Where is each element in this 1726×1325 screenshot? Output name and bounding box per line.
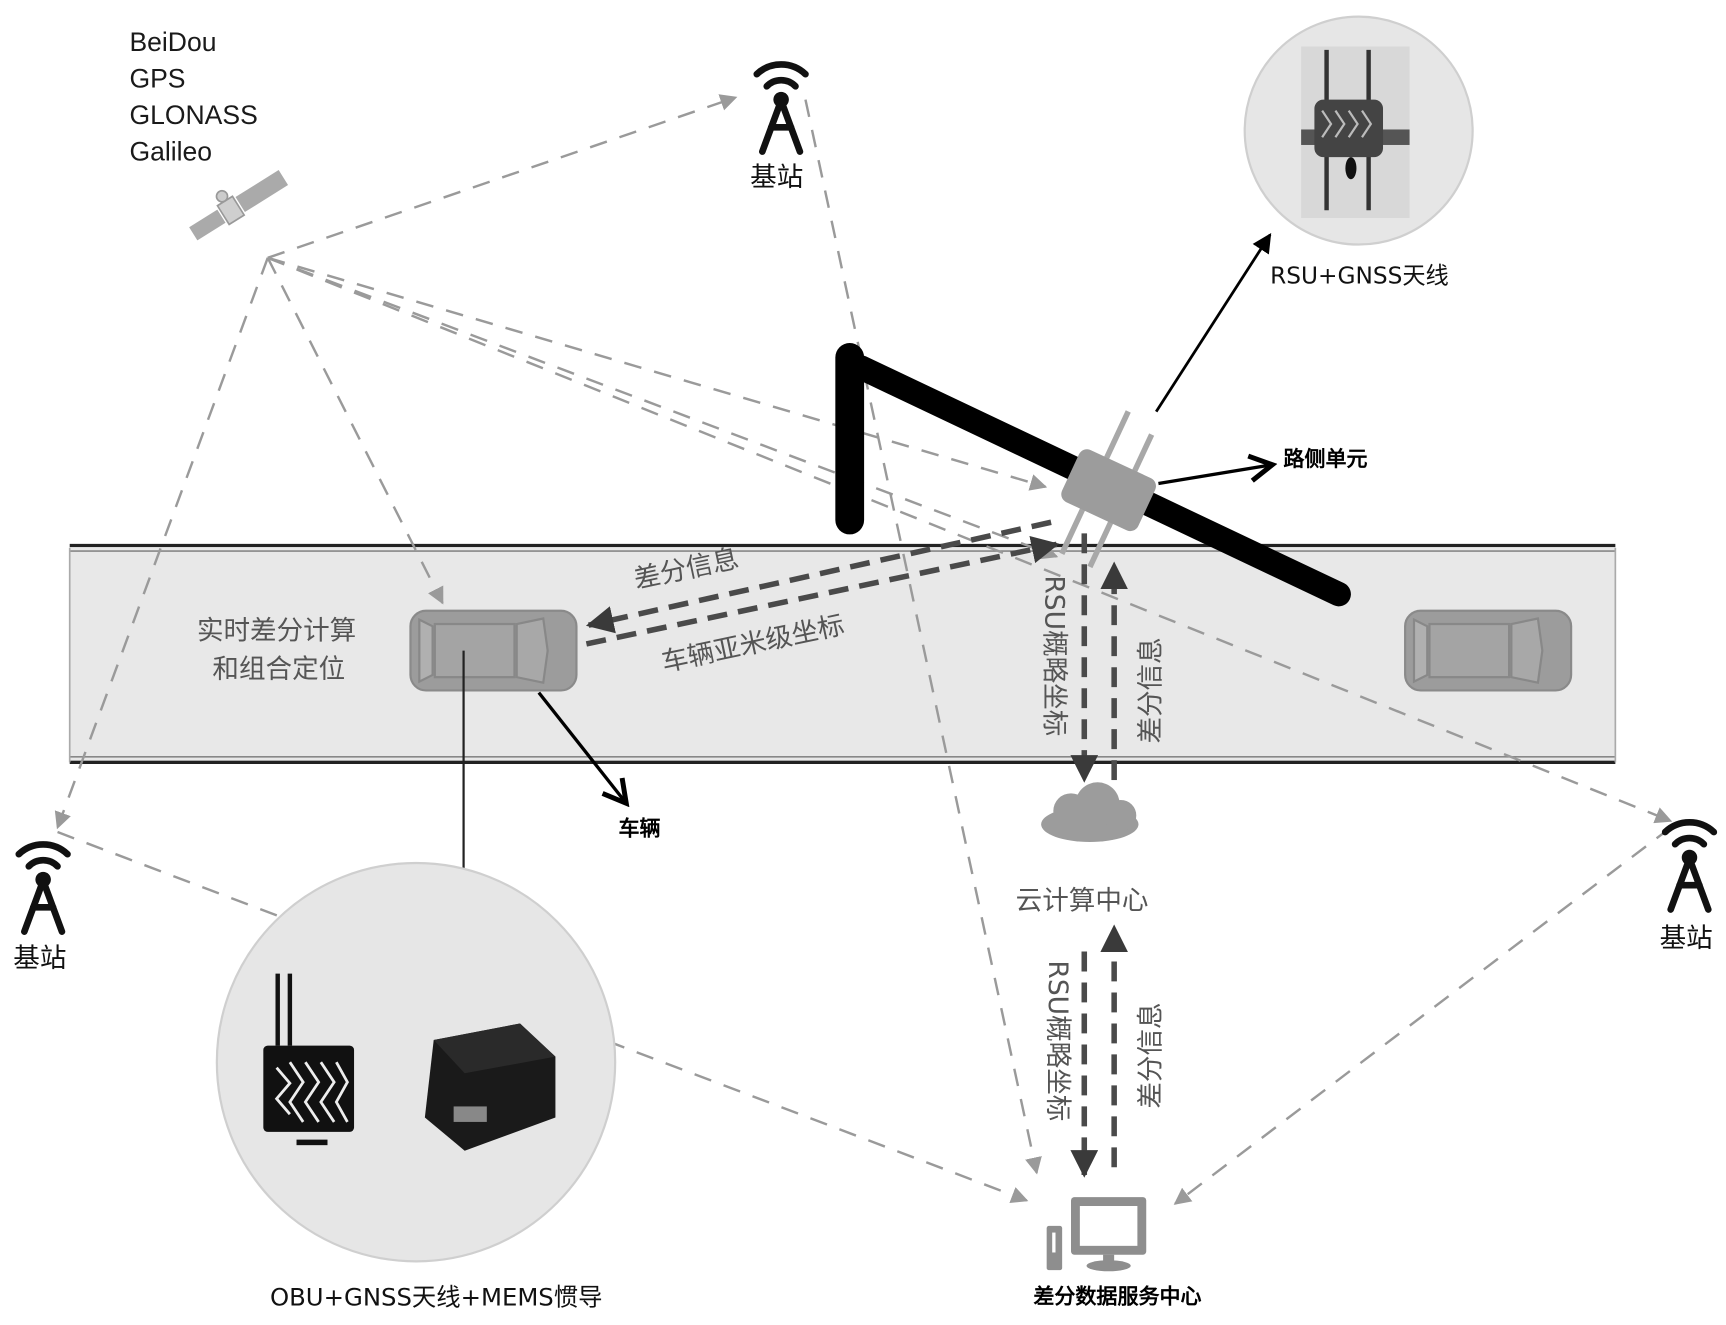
rsu-antenna-photo: [1243, 15, 1474, 246]
ray-basestation-right-to-center: [1173, 826, 1672, 1205]
vehicle-main: [409, 609, 578, 692]
label-diff-center: 差分数据服务中心: [1033, 1283, 1201, 1308]
label-rsu-coords-upper: RSU概略坐标: [1039, 575, 1070, 736]
vehicle-pointer-arrow: [537, 691, 626, 804]
label-basestation-left: 基站: [13, 943, 66, 974]
label-gps: GPS: [129, 63, 185, 93]
label-process-line1: 实时差分计算: [197, 616, 356, 647]
ray-sat-to-basestation-left: [54, 257, 269, 830]
label-diff-info-lower: 差分信息: [1136, 1002, 1167, 1108]
ray-sat-to-basestation-right: [267, 256, 1673, 824]
label-beidou: BeiDou: [129, 27, 216, 57]
gnss-rays: [54, 94, 1673, 1205]
label-obu: OBU+GNSS天线+MEMS惯导: [270, 1283, 602, 1312]
ray-sat-to-vehicle: [266, 257, 444, 605]
ray-basestation-top-to-center: [804, 99, 1042, 1175]
cloud-center-flows: [1070, 924, 1128, 1178]
satellite-icon: [189, 170, 289, 241]
ray-sat-to-rsu-2: [267, 256, 1059, 560]
computer-icon: [1046, 1197, 1147, 1272]
label-rsu-coords-lower: RSU概略坐标: [1042, 960, 1073, 1121]
obu-device-photo: [215, 861, 617, 1263]
flow-diff-info-to-vehicle: [585, 519, 1052, 634]
label-glonass: GLONASS: [129, 100, 257, 130]
label-galileo: Galileo: [129, 136, 212, 166]
ray-sat-to-basestation-top: [267, 94, 738, 259]
flow-vehicle-coords-to-rsu: [585, 536, 1060, 647]
rsu-pointer-arrow: [1158, 465, 1272, 486]
label-basestation-top: 基站: [750, 162, 803, 193]
rsu-callout-arrow: [1155, 232, 1272, 413]
label-vehicle: 车辆: [618, 815, 660, 840]
vehicle-secondary: [1404, 609, 1573, 692]
label-roadside-unit: 路侧单元: [1283, 446, 1367, 471]
radio-tower-icon-right: [1665, 822, 1714, 909]
label-diff-info-upper: 差分信息: [1136, 637, 1167, 743]
radio-tower-icon-left: [19, 844, 68, 931]
rsu-device: [1059, 410, 1156, 569]
road: [68, 543, 1617, 765]
label-process-line2: 和组合定位: [212, 654, 345, 685]
label-cloud-center: 云计算中心: [1016, 885, 1149, 916]
ray-sat-to-rsu-1: [267, 256, 1048, 491]
radio-tower-icon-top: [757, 64, 806, 151]
label-rsu-gnss-antenna: RSU+GNSS天线: [1270, 262, 1449, 289]
cloud-icon: [1041, 782, 1139, 843]
label-basestation-right: 基站: [1660, 923, 1713, 954]
rsu-cloud-flows: [1070, 533, 1128, 783]
road-flows: [585, 519, 1060, 647]
